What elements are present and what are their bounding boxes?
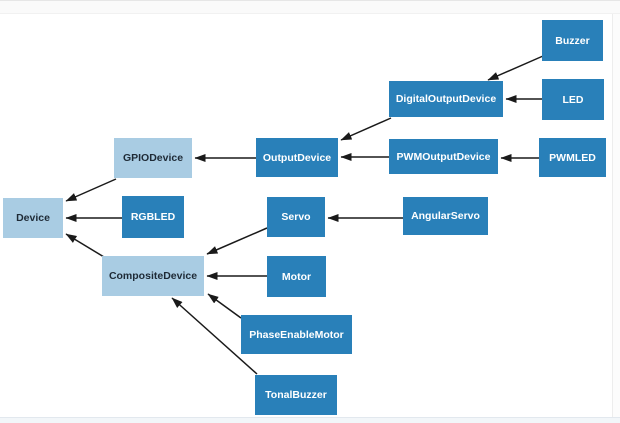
class-node-PWMOutputDevice[interactable]: PWMOutputDevice (389, 139, 498, 174)
class-node-Servo[interactable]: Servo (267, 197, 325, 237)
edge-Servo-to-CompositeDevice (206, 227, 268, 255)
edge-DigitalOutputDevice-to-OutputDevice (340, 117, 392, 141)
class-node-LED[interactable]: LED (542, 79, 604, 120)
edge-PhaseEnableMotor-to-CompositeDevice (207, 293, 242, 319)
class-node-PhaseEnableMotor[interactable]: PhaseEnableMotor (241, 315, 352, 354)
edge-CompositeDevice-to-Device (65, 233, 105, 258)
bottom-status-strip (0, 417, 620, 423)
scrollbar-track[interactable] (612, 14, 620, 418)
class-node-GPIODevice[interactable]: GPIODevice (114, 138, 192, 178)
edge-TonalBuzzer-to-CompositeDevice (171, 297, 258, 375)
class-node-PWMLED[interactable]: PWMLED (539, 138, 606, 177)
class-node-Buzzer[interactable]: Buzzer (542, 20, 603, 61)
class-node-Motor[interactable]: Motor (267, 256, 326, 297)
class-node-OutputDevice[interactable]: OutputDevice (256, 138, 338, 177)
class-node-CompositeDevice[interactable]: CompositeDevice (102, 256, 204, 296)
class-node-AngularServo[interactable]: AngularServo (403, 197, 488, 235)
class-node-RGBLED[interactable]: RGBLED (122, 196, 184, 238)
top-chrome-bar (0, 0, 620, 14)
class-node-DigitalOutputDevice[interactable]: DigitalOutputDevice (389, 81, 503, 117)
class-node-TonalBuzzer[interactable]: TonalBuzzer (255, 375, 337, 415)
edge-GPIODevice-to-Device (65, 178, 117, 202)
class-node-Device[interactable]: Device (3, 198, 63, 238)
edge-Buzzer-to-DigitalOutputDevice (487, 55, 544, 81)
